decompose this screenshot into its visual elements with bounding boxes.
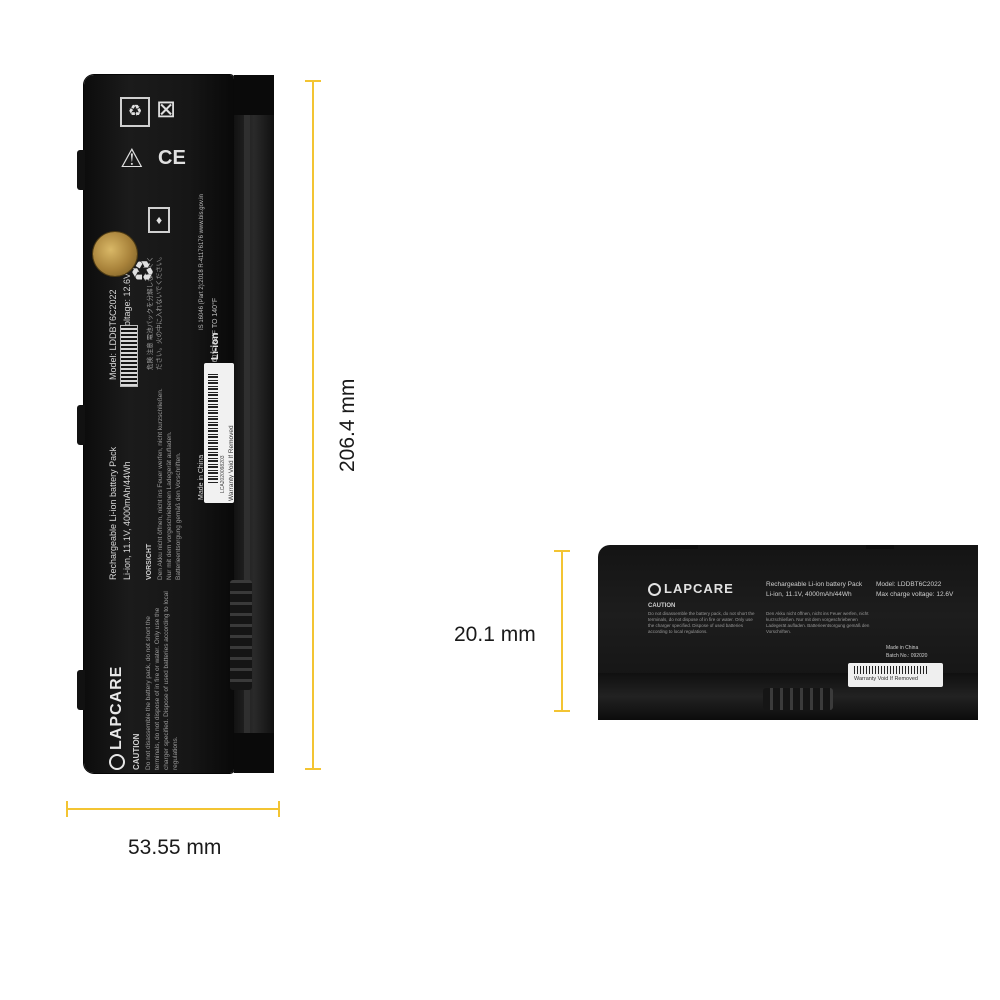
brand-name: LAPCARE	[108, 666, 126, 770]
made-in: Made in China	[886, 645, 919, 651]
caution-title: CAUTION	[648, 603, 676, 609]
bis-mark-icon: ♦	[148, 207, 170, 233]
battery-notch	[234, 75, 274, 115]
battery-latch-tab	[866, 545, 894, 549]
model-number: Model: LDDBT6C2022	[876, 581, 942, 588]
crossed-bin-icon: ⊠	[156, 96, 177, 123]
battery-latch-tab	[670, 545, 698, 549]
hologram-seal	[93, 232, 137, 276]
recycle-box-icon: ♻	[120, 97, 150, 127]
battery-rail-groove	[244, 115, 250, 745]
serial-number: LCA2020098203	[220, 455, 226, 493]
brand-name: LAPCARE	[648, 581, 734, 597]
lapcare-logo-icon	[648, 583, 661, 597]
warranty-sticker: LCA2020098203 Warranty Void If Removed	[204, 363, 235, 503]
battery-connector	[230, 580, 252, 690]
battery-latch-tab	[77, 150, 85, 190]
thickness-dimension-line	[561, 550, 563, 712]
max-charge-voltage: Max charge voltage: 12.6V	[876, 591, 954, 598]
width-dimension-line	[66, 808, 280, 810]
thickness-dimension-label: 20.1 mm	[454, 623, 536, 646]
battery-top-view: LAPCARE CAUTION Do not disassemble the b…	[77, 75, 274, 773]
height-dimension-cap-bottom	[305, 768, 321, 770]
thickness-dimension-cap-top	[554, 550, 570, 552]
battery-connector	[763, 688, 833, 710]
chemistry-label: Li-ion	[210, 332, 221, 360]
thickness-dimension-cap-bottom	[554, 710, 570, 712]
height-dimension-label: 206.4 mm	[336, 378, 359, 472]
model-number: Model: LDDBT6C2022	[108, 289, 118, 380]
height-dimension-line	[312, 80, 314, 770]
warranty-sticker: Warranty Void If Removed	[848, 663, 943, 687]
warranty-text: Warranty Void If Removed	[854, 676, 918, 682]
bis-certification-text: IS 16046 (Part 2):2018 R-41176176 www.bi…	[199, 194, 205, 330]
vorsicht-text: Den Akku nicht öffnen, nicht ins Feuer w…	[766, 611, 870, 634]
batch-number: Batch No.: 092020	[886, 653, 928, 659]
height-dimension-cap-top	[305, 80, 321, 82]
battery-side-view: LAPCARE CAUTION Do not disassemble the b…	[598, 545, 978, 720]
ce-mark-icon: CE	[158, 147, 186, 169]
barcode	[208, 373, 218, 483]
caution-text: Do not disassemble the battery pack, do …	[145, 591, 179, 770]
lapcare-logo-icon	[108, 754, 125, 770]
warning-triangle-icon: ⚠	[120, 143, 144, 173]
vorsicht-title: VORSICHT	[146, 543, 153, 580]
width-dimension-cap-right	[278, 801, 280, 817]
vorsicht-text: Den Akku nicht öffnen, nicht ins Feuer w…	[157, 388, 182, 580]
battery-notch	[234, 733, 274, 773]
warranty-text: Warranty Void If Removed	[228, 425, 235, 501]
caution-title: CAUTION	[132, 733, 141, 770]
battery-label: LAPCARE CAUTION Do not disassemble the b…	[636, 573, 978, 673]
battery-latch-tab	[77, 405, 85, 445]
width-dimension-cap-left	[66, 801, 68, 817]
width-dimension-label: 53.55 mm	[128, 836, 222, 859]
battery-latch-tab	[77, 670, 85, 710]
battery-rating: Li-ion, 11.1V, 4000mAh/44Wh	[122, 461, 132, 580]
product-type: Rechargeable Li-ion battery Pack	[108, 446, 118, 580]
battery-rating: Li-ion, 11.1V, 4000mAh/44Wh	[766, 591, 852, 598]
barcode-strip-icon	[120, 325, 138, 387]
caution-text: Do not disassemble the battery pack, do …	[648, 611, 755, 634]
product-type: Rechargeable Li-ion battery Pack	[766, 581, 863, 588]
barcode	[854, 666, 929, 674]
